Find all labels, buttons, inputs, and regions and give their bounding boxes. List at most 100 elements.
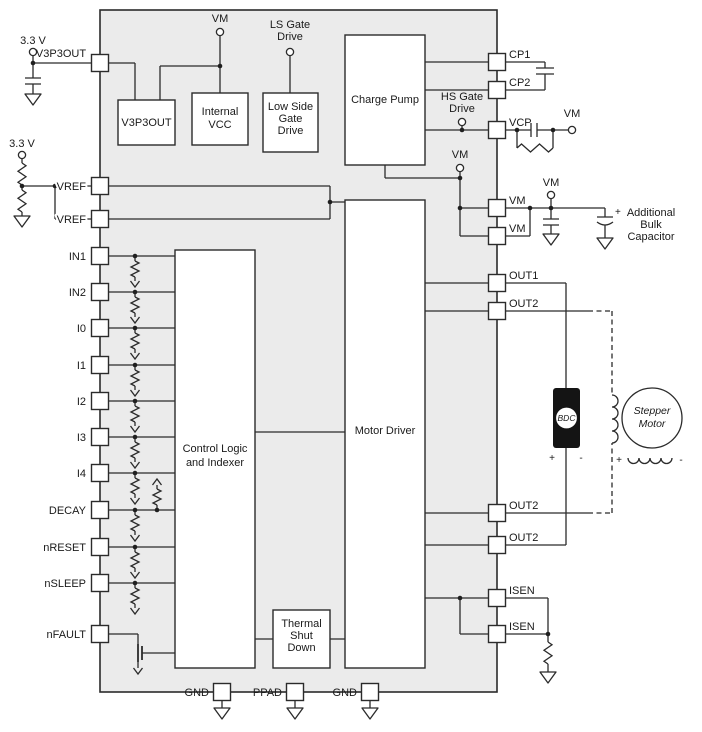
ls-gate-drive-label: Drive xyxy=(277,31,303,43)
bdc-motor-symbol: BDC + - xyxy=(549,388,583,464)
pin-gnd-2 xyxy=(360,682,380,702)
bulk-cap-note: Capacitor xyxy=(627,231,674,243)
pin-label-vcp: VCP xyxy=(509,117,532,129)
ext-out-solid-wires xyxy=(505,282,588,546)
block-motor-driver: Motor Driver xyxy=(344,199,426,669)
pin-vm-2 xyxy=(487,226,507,246)
junction-dots xyxy=(19,60,556,637)
block-thermal-label: Down xyxy=(287,642,315,654)
pin-cp1 xyxy=(487,52,507,72)
block-v3p3out-regulator: V3P3OUT xyxy=(117,99,176,146)
isen-sense-resistor xyxy=(543,641,553,665)
pin-nsleep xyxy=(90,573,110,593)
stepper-plus-sign: + xyxy=(616,455,622,466)
hs-gate-drive-terminal-icon xyxy=(457,117,467,127)
ground-icon xyxy=(24,93,42,106)
v33-terminal-icon xyxy=(28,47,38,57)
ground-icon xyxy=(13,215,31,228)
block-control-logic-label: Control Logic xyxy=(183,443,248,455)
pins-right: CP1 CP2 VCP VM VM OUT1 OUT2 OUT2 OUT2 IS… xyxy=(487,49,538,644)
v33-top-label: 3.3 V xyxy=(20,35,46,47)
bdc-motor-label: BDC xyxy=(558,413,577,423)
block-control-logic-label: and Indexer xyxy=(186,457,244,469)
pin-label-out1: OUT1 xyxy=(509,270,538,282)
ground-icon xyxy=(542,233,560,246)
pin-label-i0: I0 xyxy=(77,323,86,335)
pin-vm-1 xyxy=(487,198,507,218)
pin-label-gnd-1: GND xyxy=(185,687,210,699)
v33-vref-label: 3.3 V xyxy=(9,138,35,150)
pin-vref-1 xyxy=(90,176,110,196)
pin-i4 xyxy=(90,463,110,483)
vm-top-terminal-icon xyxy=(215,27,225,37)
pin-isen-2 xyxy=(487,624,507,644)
pin-label-out2-c: OUT2 xyxy=(509,532,538,544)
stepper-motor-label: Motor xyxy=(639,418,666,430)
pin-i0 xyxy=(90,318,110,338)
vm-vcp-terminal-icon xyxy=(567,125,577,135)
pin-vref-2 xyxy=(90,209,110,229)
stepper-motor-body xyxy=(621,387,683,449)
vref-internal-wires xyxy=(108,185,345,220)
ground-icon xyxy=(213,707,231,720)
pin-ppad xyxy=(285,682,305,702)
bdc-plus-sign: + xyxy=(549,453,555,464)
vm-rail-label: VM xyxy=(452,149,469,161)
ext-isen-wires xyxy=(505,597,549,672)
pin-vcp xyxy=(487,120,507,140)
hs-gate-drive-label: Drive xyxy=(449,103,475,115)
pin-label-vref-1: VREF xyxy=(57,181,87,193)
input-wires xyxy=(108,255,175,608)
block-internal-vcc-label: Internal xyxy=(202,106,239,118)
pin-label-nsleep: nSLEEP xyxy=(44,578,86,590)
pin-label-gnd-2: GND xyxy=(333,687,358,699)
pin-label-nreset: nRESET xyxy=(43,542,86,554)
vm-ext-label: VM xyxy=(543,177,560,189)
block-low-side-gate-drive: Low Side Gate Drive xyxy=(262,92,319,153)
vm-rail-wires xyxy=(459,171,489,237)
block-charge-pump-label: Charge Pump xyxy=(351,94,419,106)
ext-out-dashed-wires xyxy=(588,310,613,514)
bulk-cap-note: Bulk xyxy=(640,219,662,231)
hs-gate-drive-label: HS Gate xyxy=(441,91,483,103)
pins-bottom: GND PPAD GND xyxy=(185,682,380,702)
pin-in1 xyxy=(90,246,110,266)
block-charge-pump: Charge Pump xyxy=(344,34,426,166)
pin-label-cp2: CP2 xyxy=(509,77,530,89)
vref-divider-resistor-top xyxy=(17,162,27,186)
nfault-wires xyxy=(108,633,175,668)
pin-i2 xyxy=(90,391,110,411)
ext-vm-wires xyxy=(505,198,614,238)
pin-label-decay: DECAY xyxy=(49,505,87,517)
pin-label-v3p3out: V3P3OUT xyxy=(36,48,86,60)
pin-label-out2-b: OUT2 xyxy=(509,500,538,512)
pin-label-in1: IN1 xyxy=(69,251,86,263)
pin-label-cp1: CP1 xyxy=(509,49,530,61)
pin-cp2 xyxy=(487,80,507,100)
pin-label-vref-2: VREF xyxy=(57,214,87,226)
pin-out2-b xyxy=(487,503,507,523)
pin-label-isen-1: ISEN xyxy=(509,585,535,597)
bdc-motor-face xyxy=(554,406,579,430)
nfault-mosfet-body xyxy=(137,644,143,662)
bulk-capacitor-annotation: + Additional Bulk Capacitor xyxy=(615,207,675,243)
pin-gnd-1 xyxy=(212,682,232,702)
block-ls-gate-drive-label: Low Side xyxy=(268,101,313,113)
pin-label-i1: I1 xyxy=(77,360,86,372)
block-ls-gate-drive-label: Gate xyxy=(279,113,303,125)
net-labels: 3.3 V 3.3 V VM LS Gate Drive HS Gate Dri… xyxy=(9,13,580,189)
pin-i1 xyxy=(90,355,110,375)
pin-label-i3: I3 xyxy=(77,432,86,444)
block-v3p3out-label: V3P3OUT xyxy=(121,117,171,129)
block-internal-vcc: Internal VCC xyxy=(191,92,249,146)
ground-icon xyxy=(361,707,379,720)
pin-label-i4: I4 xyxy=(77,468,86,480)
vm-rail-terminal-icon xyxy=(455,163,465,173)
pin-label-i2: I2 xyxy=(77,396,86,408)
bulk-cap-note: Additional xyxy=(627,207,675,219)
bdc-minus-sign: - xyxy=(579,453,582,464)
stepper-minus-sign: - xyxy=(679,455,682,466)
ext-cp-cap-wires xyxy=(505,61,554,91)
